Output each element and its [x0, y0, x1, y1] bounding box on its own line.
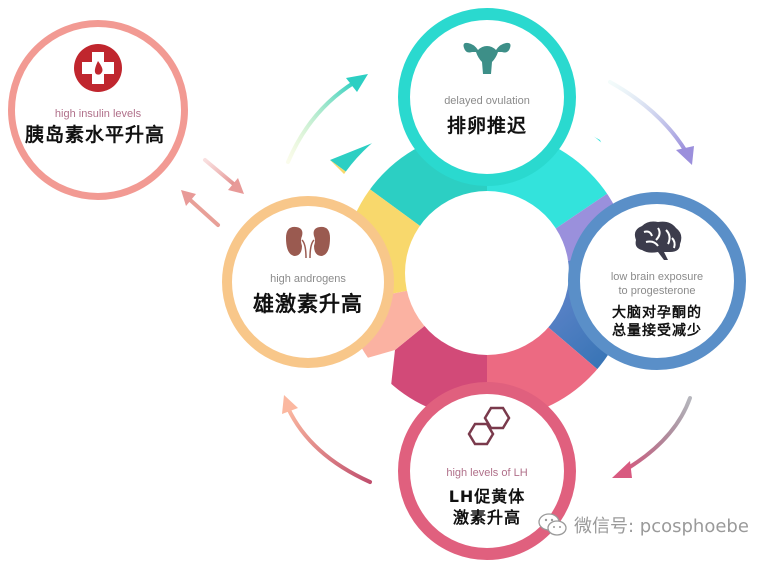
- label-en-line2: to progesterone: [618, 285, 696, 297]
- node-delayed-ovulation: delayed ovulation 排卵推迟: [398, 8, 576, 186]
- label-zh-line1: 大脑对孕酮的: [612, 305, 702, 321]
- hexagon-molecule-icon: [467, 406, 511, 446]
- label-zh: 胰岛素水平升高: [24, 124, 165, 146]
- node-high-insulin: high insulin levels 胰岛素水平升高: [8, 20, 188, 200]
- center-circle: [405, 191, 569, 355]
- wechat-watermark: 微信号: pcosphoebe: [538, 512, 749, 538]
- wechat-icon: [538, 513, 567, 536]
- label-en-line1: low brain exposure: [610, 271, 704, 283]
- label-en: delayed ovulation: [444, 95, 530, 107]
- label-en: high insulin levels: [54, 108, 142, 120]
- brain-icon: [634, 221, 682, 260]
- label-zh-line1: LH促黄体: [448, 487, 526, 506]
- label-en: high androgens: [270, 273, 346, 285]
- watermark-text: 微信号: pcosphoebe: [574, 516, 749, 537]
- node-low-brain-progesterone: low brain exposure to progesterone 大脑对孕酮…: [568, 192, 746, 370]
- label-zh-line2: 激素升高: [452, 508, 521, 527]
- label-zh: 雄激素升高: [253, 292, 363, 316]
- label-zh-line2: 总量接受减少: [612, 323, 702, 339]
- label-en: high levels of LH: [446, 467, 528, 479]
- node-high-androgens: high androgens 雄激素升高: [222, 196, 394, 368]
- uterus-icon: [463, 42, 511, 74]
- kidneys-icon: [286, 226, 330, 258]
- label-zh: 排卵推迟: [446, 115, 527, 137]
- medical-cross-blood-drop-icon: [74, 44, 122, 92]
- cycle-arrows: [181, 74, 694, 484]
